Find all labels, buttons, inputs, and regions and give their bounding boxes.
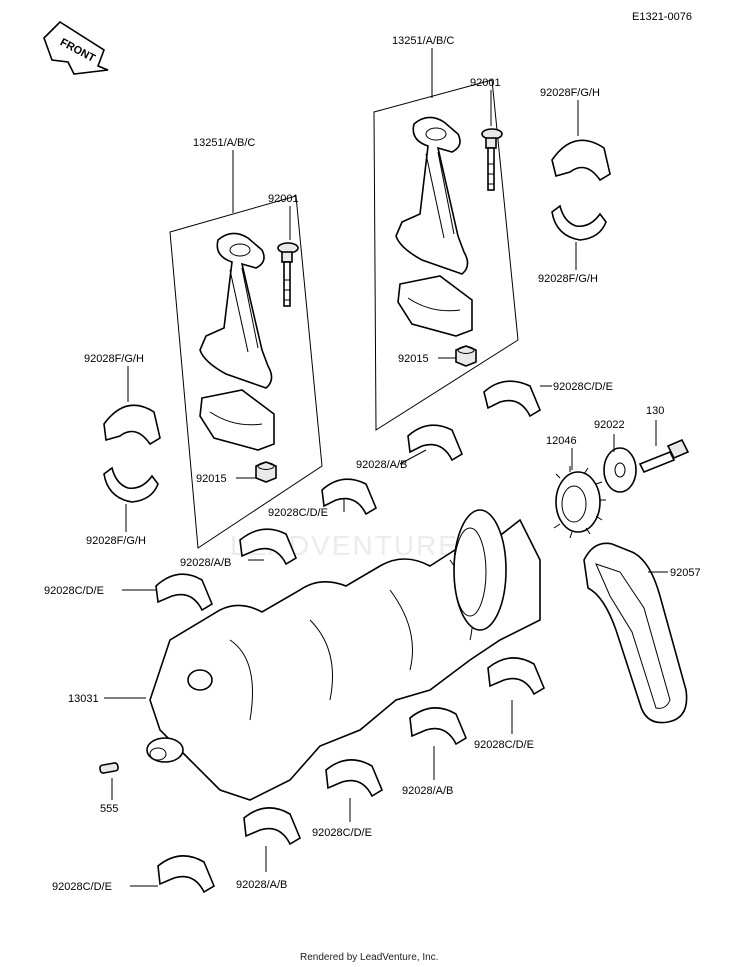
bolt-130	[638, 438, 690, 474]
label-bearing-ab-3: 92028/A/B	[402, 785, 453, 797]
label-conrod-right: 13251/A/B/C	[392, 35, 454, 47]
label-conrod-left: 13251/A/B/C	[193, 137, 255, 149]
bolt-left	[277, 242, 299, 307]
pin	[99, 762, 119, 774]
label-bearing-fgh-l1: 92028F/G/H	[84, 353, 144, 365]
bearing-shell-cde-2	[321, 478, 378, 516]
bearing-shell-cde-3	[155, 573, 214, 612]
label-bearing-cde-2: 92028C/D/E	[268, 507, 328, 519]
conrod-left	[199, 232, 275, 451]
label-bearing-ab-4: 92028/A/B	[236, 879, 287, 891]
label-bearing-ab-2: 92028/A/B	[180, 557, 231, 569]
label-bearing-cde-4: 92028C/D/E	[474, 739, 534, 751]
nut-left	[255, 461, 277, 483]
bearing-shell-fgh-tr1	[551, 139, 611, 182]
bearing-shell-ab-1	[407, 424, 464, 462]
bearing-shell-fgh-tr2	[551, 204, 607, 241]
bearing-shell-cde-6	[157, 855, 216, 894]
bearing-shell-cde-4	[487, 657, 546, 696]
label-bearing-ab-1: 92028/A/B	[356, 459, 407, 471]
conrod-right	[395, 116, 473, 337]
bearing-shell-cde-1	[483, 380, 542, 418]
chain	[583, 542, 688, 724]
label-bearing-fgh-tr2: 92028F/G/H	[538, 273, 598, 285]
washer	[603, 447, 637, 493]
diagram-code: E1321-0076	[632, 11, 692, 23]
label-nut-left: 92015	[196, 473, 227, 485]
label-sprocket: 12046	[546, 435, 577, 447]
label-bearing-cde-1: 92028C/D/E	[553, 381, 613, 393]
bearing-shell-fgh-l2	[103, 466, 159, 503]
label-bearing-cde-6: 92028C/D/E	[52, 881, 112, 893]
conrod-right-box	[373, 79, 519, 431]
bolt-right	[481, 128, 503, 191]
bearing-shell-ab-2	[239, 528, 298, 566]
label-bearing-cde-3: 92028C/D/E	[44, 585, 104, 597]
label-nut-right: 92015	[398, 353, 429, 365]
sprocket	[553, 466, 606, 539]
conrod-left-box	[169, 195, 323, 549]
front-arrow-icon: FRONT	[43, 20, 109, 75]
bearing-shell-ab-4	[243, 807, 302, 846]
label-bearing-fgh-l2: 92028F/G/H	[86, 535, 146, 547]
label-bolt-right: 92001	[470, 77, 501, 89]
nut-right	[455, 345, 477, 367]
label-bolt-130: 130	[646, 405, 664, 417]
label-bearing-cde-5: 92028C/D/E	[312, 827, 372, 839]
crankshaft	[146, 509, 541, 801]
bearing-shell-ab-3	[409, 707, 468, 746]
label-chain: 92057	[670, 567, 701, 579]
label-washer: 92022	[594, 419, 625, 431]
label-pin: 555	[100, 803, 118, 815]
label-bearing-fgh-tr1: 92028F/G/H	[540, 87, 600, 99]
bearing-shell-cde-5	[325, 759, 384, 798]
bearing-shell-fgh-l1	[103, 404, 161, 446]
footer-credit: Rendered by LeadVenture, Inc.	[300, 952, 438, 963]
label-bolt-left: 92001	[268, 193, 299, 205]
label-crankshaft: 13031	[68, 693, 99, 705]
